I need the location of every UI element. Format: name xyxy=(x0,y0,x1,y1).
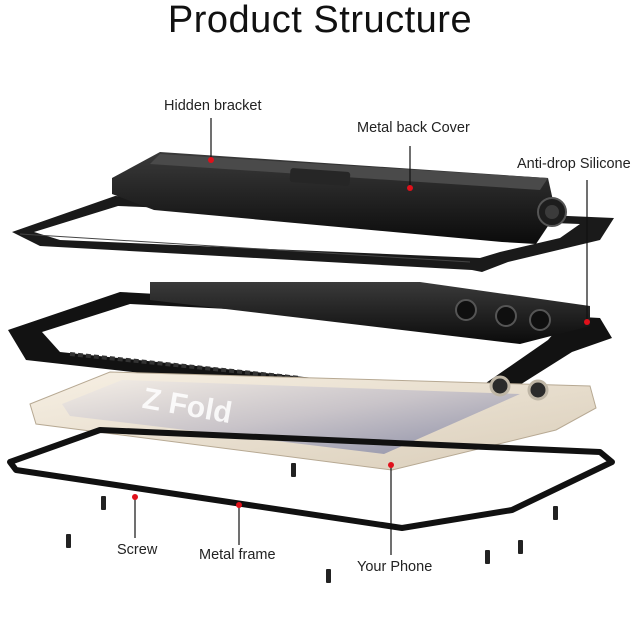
label-screw: Screw xyxy=(117,542,158,558)
anti-drop-silicone-frame xyxy=(8,282,612,410)
label-metal-back-cover: Metal back Cover xyxy=(357,120,470,136)
screws xyxy=(66,463,558,583)
page-title: Product Structure xyxy=(167,0,473,41)
phone: Z Fold xyxy=(29,371,597,471)
label-anti-drop-silicone: Anti-drop Silicone xyxy=(517,156,631,172)
metal-frame xyxy=(7,427,615,531)
label-your-phone: Your Phone xyxy=(357,559,433,575)
label-hidden-bracket: Hidden bracket xyxy=(164,98,262,114)
callout-lines xyxy=(134,118,588,555)
callout-dots xyxy=(132,157,590,508)
metal-back-cover xyxy=(112,152,567,244)
label-metal-frame: Metal frame xyxy=(199,547,276,563)
